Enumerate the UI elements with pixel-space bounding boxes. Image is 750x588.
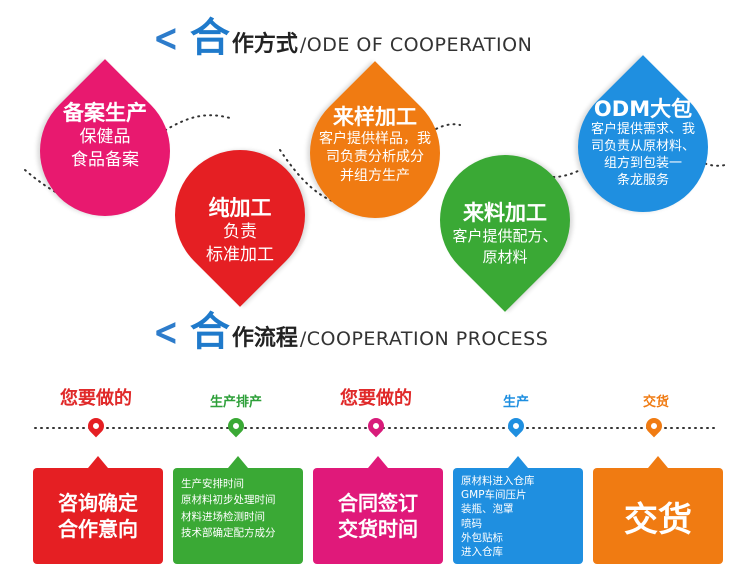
mode-title: 来料加工 [463,201,547,225]
mode-pure-text: 纯加工 负责 标准加工 [165,195,315,267]
heading-big-char: 合 [189,309,230,355]
step-box-production: 原材料进入仓库 GMP车间压片 装瓶、泡罩 喷码 外包贴标 进入仓库 [453,456,583,564]
mode-desc: 客户提供样品，我 司负责分析成分 并组方生产 [319,131,431,184]
mode-material-text: 来料加工 客户提供配方、 原材料 [430,200,580,267]
chevron-left-icon: < [153,16,179,60]
step-box-schedule: 生产安排时间 原材料初步处理时间 材料进场检测时间 技术部确定配方成分 [173,456,303,564]
step-label: 生产排产 [209,395,262,410]
mode-title: ODM大包 [593,97,693,121]
mode-title: 备案生产 [63,101,147,125]
mode-desc: 客户提供需求、我 司负责从原材料、 组方到包装一 条龙服务 [590,122,695,188]
step-box-consult: 咨询确定 合作意向 [33,456,163,564]
heading-english: /COOPERATION PROCESS [299,328,549,350]
heading-big-char: 合 [189,15,230,61]
step-label: 您要做的 [340,388,412,409]
section-heading-cooperation-process: < 合 作流程 /COOPERATION PROCESS [150,312,548,352]
chevron-left-icon: < [153,310,179,354]
step-box-delivery: 交货 [593,456,723,564]
heading-title: 作流程 [231,326,298,351]
heading-english: /ODE OF COOPERATION [299,34,533,56]
mode-desc: 客户提供配方、 原材料 [452,227,558,266]
mode-sample-text: 来样加工 客户提供样品，我 司负责分析成分 并组方生产 [300,104,450,185]
mode-title: 纯加工 [208,196,272,220]
mode-desc: 负责 标准加工 [206,222,274,266]
step-label: 生产 [502,395,529,410]
mode-title: 来样加工 [333,105,417,129]
mode-desc: 保健品 食品备案 [71,127,139,171]
step-label: 交货 [642,395,669,410]
step-label: 您要做的 [60,388,132,409]
mode-odm-text: ODM大包 客户提供需求、我 司负责从原材料、 组方到包装一 条龙服务 [568,96,718,190]
heading-title: 作方式 [231,32,298,57]
section-heading-cooperation-mode: < 合 作方式 /ODE OF COOPERATION [150,18,532,58]
step-box-contract: 合同签订 交货时间 [313,456,443,564]
mode-filing-text: 备案生产 保健品 食品备案 [30,100,180,172]
